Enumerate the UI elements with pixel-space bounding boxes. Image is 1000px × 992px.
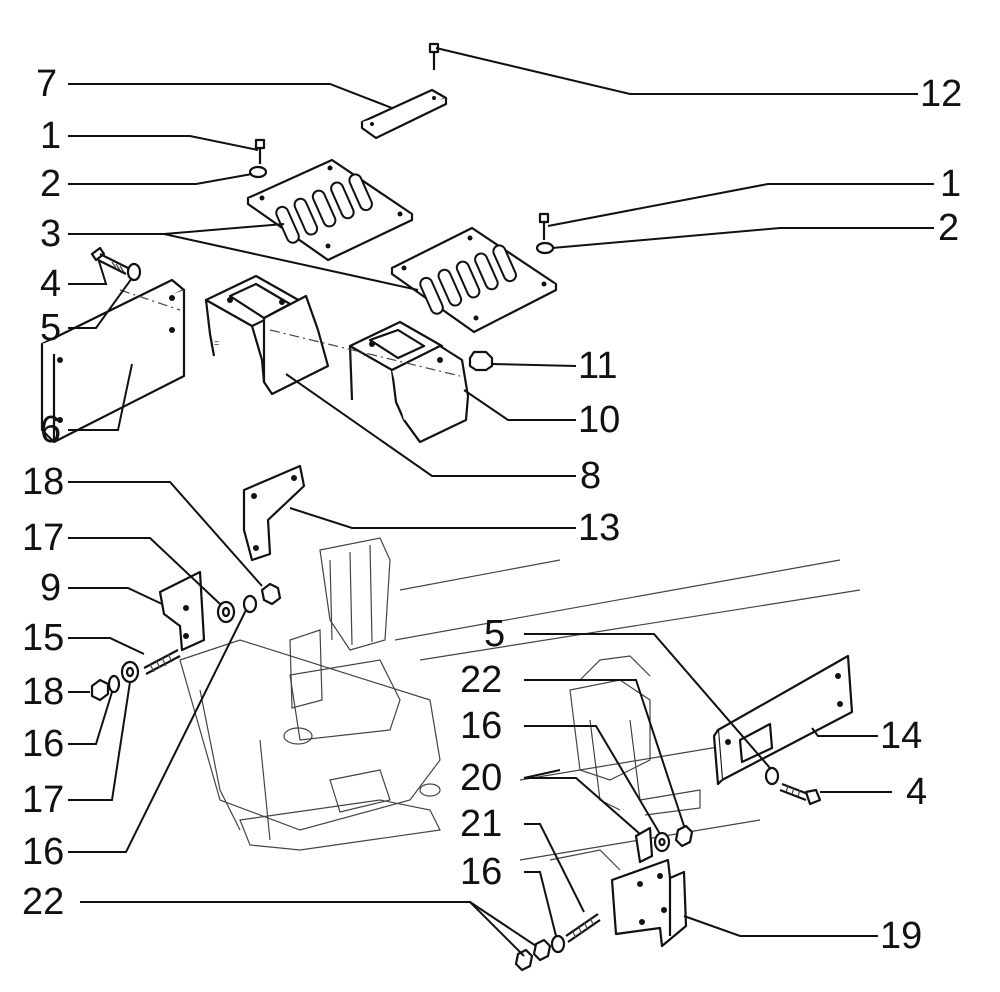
callout-8: 8 [580, 455, 601, 497]
callout-19: 19 [880, 915, 922, 957]
callout-1-right: 1 [940, 163, 961, 205]
callout-9: 9 [40, 567, 61, 609]
part-22-nut-right [674, 824, 694, 848]
leader-lines [68, 47, 934, 957]
callout-14: 14 [880, 715, 922, 757]
callout-2-left: 2 [40, 163, 61, 205]
part-22-nuts-left [514, 938, 552, 972]
callout-17-top: 17 [22, 517, 64, 559]
callout-13: 13 [578, 507, 620, 549]
part-15-threaded-rod [143, 649, 181, 675]
part-16-washer-d [550, 934, 566, 954]
part-16-washer-b [107, 674, 121, 694]
part-4-bolt-right [779, 782, 822, 806]
part-10-bracket [348, 320, 470, 444]
callout-16-d: 16 [460, 851, 502, 893]
part-17-washer-top [216, 600, 236, 624]
callout-2-right: 2 [938, 207, 959, 249]
callout-16-a: 16 [22, 723, 64, 765]
part-14-plate [712, 654, 854, 786]
part-1-bolt-right [538, 212, 550, 240]
part-5-washer-left [126, 262, 142, 282]
part-9-bracket [158, 570, 206, 652]
callout-11: 11 [578, 345, 617, 387]
part-7-small-plate [360, 88, 448, 140]
callout-18-top: 18 [22, 461, 64, 503]
callout-17-bottom: 17 [22, 779, 64, 821]
callout-16-c: 16 [460, 705, 502, 747]
callout-labels: 12 7 1 2 1 2 3 4 5 6 11 10 8 13 18 17 9 … [22, 63, 962, 957]
callout-10: 10 [578, 399, 620, 441]
callout-5-left: 5 [40, 307, 61, 349]
part-8-bracket: = [204, 274, 330, 396]
background-frame [179, 537, 861, 871]
callout-4-left: 4 [40, 263, 61, 305]
part-5-washer-right [764, 766, 780, 786]
callout-1-left: 1 [40, 115, 61, 157]
part-4-bolt-left [90, 246, 129, 275]
callout-7: 7 [36, 63, 57, 105]
part-19-bracket [610, 858, 688, 948]
callout-3: 3 [40, 213, 61, 255]
part-16-washer-a [242, 594, 258, 614]
callout-16-b: 16 [22, 831, 64, 873]
part-11-cap [468, 350, 494, 372]
callout-20: 20 [460, 757, 502, 799]
callout-6: 6 [40, 409, 61, 451]
callout-18-bottom: 18 [22, 671, 64, 713]
part-2-washer-left [248, 165, 268, 179]
callout-15: 15 [22, 617, 64, 659]
part-17-washer-bottom [120, 660, 140, 684]
part-1-bolt-left [254, 138, 266, 164]
part-6-side-plate [40, 278, 186, 444]
callout-22-right: 22 [460, 659, 502, 701]
part-3-slotted-plate-left [246, 158, 414, 262]
callout-21: 21 [460, 803, 502, 845]
callout-4-right: 4 [906, 771, 927, 813]
part-18-nut-top [260, 582, 282, 606]
part-16-washer-c [653, 831, 671, 853]
callout-22-left: 22 [22, 881, 64, 923]
part-13-plate [242, 464, 306, 562]
callout-5-right: 5 [484, 613, 505, 655]
callout-12: 12 [920, 73, 962, 115]
part-2-washer-right [535, 241, 555, 255]
part-21-threaded-rod [565, 913, 601, 943]
part-20-bracket [634, 826, 654, 864]
svg-text:=: = [214, 338, 219, 348]
part-3-slotted-plate-right [390, 226, 558, 334]
part-18-nut-bottom [90, 678, 110, 702]
